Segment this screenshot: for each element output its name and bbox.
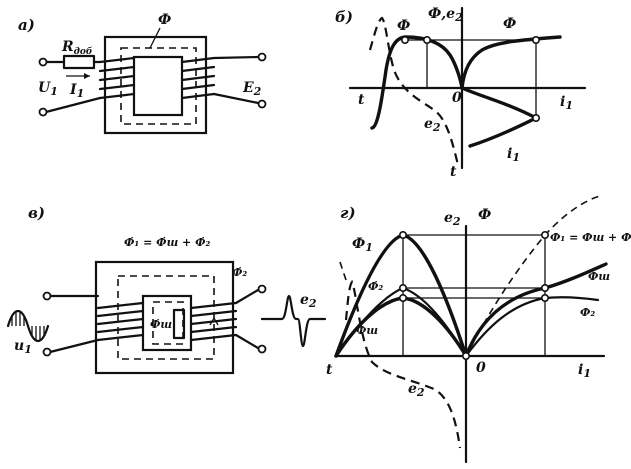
b-current-label: i1 — [507, 146, 520, 164]
b-magnetization-curve — [460, 35, 562, 90]
b-point-4 — [531, 114, 540, 123]
v-sine-hatching — [11, 312, 45, 340]
v-flux-arrow-right — [209, 316, 219, 326]
v-transformer-core — [94, 260, 235, 375]
b-axis-top-label: Ф,e2 — [428, 6, 463, 24]
g-eq-right-label: Ф₁ = Фш + Ф₂ — [550, 231, 631, 244]
v-flux-sh-label: Ф̇ш — [150, 318, 172, 331]
output-emf-label: E2 — [242, 80, 262, 98]
transformer-core-outer — [103, 35, 208, 135]
v-primary-winding — [96, 301, 145, 342]
g-flux1-magnetization-curve — [465, 195, 601, 357]
b-current-curve — [460, 86, 538, 148]
g-fluxsh-label: Фш — [356, 324, 378, 337]
v-input-lead-bottom — [48, 338, 100, 354]
g-flux1-label: Ф1 — [352, 236, 373, 254]
v-input-terminal-top — [42, 291, 52, 301]
v-input-terminal-bottom — [42, 347, 52, 357]
output-terminal-top — [257, 52, 267, 62]
panel-a: а) Ф Rдоб U1 I1 E2 — [18, 12, 267, 135]
b-point-2 — [422, 35, 431, 44]
g-emf-tail — [339, 261, 347, 281]
current-arrow-head — [84, 73, 90, 79]
resistor-label: Rдоб — [61, 39, 93, 57]
output-lead-top — [212, 55, 260, 60]
g-flux2-label: Ф̇₂ — [368, 280, 383, 293]
b-emf-label: e2 — [424, 116, 441, 134]
b-point-1 — [400, 35, 409, 44]
g-point-5 — [540, 283, 549, 292]
series-resistor — [62, 54, 96, 70]
input-voltage-label: U1 — [38, 80, 58, 98]
panel-v: в) Ф̇₁ = Ф̇ш + Ф̇₂ u1 e2 Ф̇₂ Ф̇ш — [6, 204, 327, 375]
b-x-right-label: i1 — [560, 94, 573, 112]
g-origin-label: 0 — [476, 360, 486, 376]
g-point-3 — [398, 293, 407, 302]
b-flux-time-curve — [370, 35, 464, 130]
g-x-right-label: i1 — [578, 362, 591, 380]
g-point-1 — [398, 231, 407, 240]
g-emf-label: e2 — [408, 381, 425, 399]
panel-g-label: г) — [340, 204, 356, 222]
v-flux2-label: Ф̇₂ — [232, 266, 247, 279]
input-current-label: I1 — [69, 82, 84, 100]
flux-label: Ф — [158, 12, 171, 28]
g-emf-curve — [344, 279, 462, 449]
primary-winding — [98, 56, 136, 100]
g-point-4 — [540, 231, 549, 240]
b-t-bottom-label: t — [450, 164, 457, 180]
v-pulse-label: e2 — [300, 292, 317, 310]
input-terminal-top — [38, 57, 48, 67]
v-output-lead-bottom — [234, 333, 260, 350]
g-axis-top-label: e2 — [444, 210, 461, 228]
b-flux-right-label: Ф — [503, 16, 516, 32]
panel-g: г) e2 Ф Ф₁ = Фш + Ф₂ Ф1 Ф̇₂ Фш Фш Ф₂ t — [326, 195, 631, 464]
b-projection-lines — [402, 39, 537, 118]
v-output-terminal-top — [257, 284, 267, 294]
g-point-origin — [461, 351, 470, 360]
transformer-core-window — [132, 55, 184, 117]
v-secondary-winding — [189, 301, 238, 342]
g-point-6 — [540, 293, 549, 302]
v-output-terminal-bottom — [257, 344, 267, 354]
v-sine-wave-icon — [6, 309, 50, 343]
output-terminal-bottom — [257, 99, 267, 109]
output-lead-bottom — [212, 92, 260, 105]
input-terminal-bottom — [38, 107, 48, 117]
g-flux2-right-label: Ф₂ — [580, 306, 595, 319]
g-t-label: t — [326, 362, 333, 378]
b-origin-label: 0 — [452, 90, 462, 106]
panel-b: б) Ф,e2 Ф Ф t t 0 i1 e2 i1 — [335, 6, 587, 180]
panel-a-label: а) — [18, 16, 35, 34]
g-axis-top2-label: Ф — [478, 207, 491, 223]
panel-v-label: в) — [28, 204, 45, 222]
panel-b-label: б) — [335, 8, 353, 26]
v-equation-label: Ф̇₁ = Ф̇ш + Ф̇₂ — [124, 236, 211, 249]
b-flux-left-label: Ф — [397, 18, 410, 34]
g-flux2-magnetization-curve — [464, 296, 600, 358]
v-input-voltage-label: u1 — [14, 338, 32, 356]
v-magnetic-shunt — [172, 308, 186, 340]
b-t-left-label: t — [358, 92, 365, 108]
g-point-2 — [398, 283, 407, 292]
v-pulse-waveform-icon — [260, 294, 327, 348]
secondary-winding — [180, 56, 216, 100]
input-lead-bottom — [44, 96, 102, 114]
flux-leader-line — [149, 27, 161, 49]
g-fluxsh-right-label: Фш — [588, 270, 610, 283]
v-output-lead-top — [234, 288, 260, 305]
b-point-3 — [531, 35, 540, 44]
